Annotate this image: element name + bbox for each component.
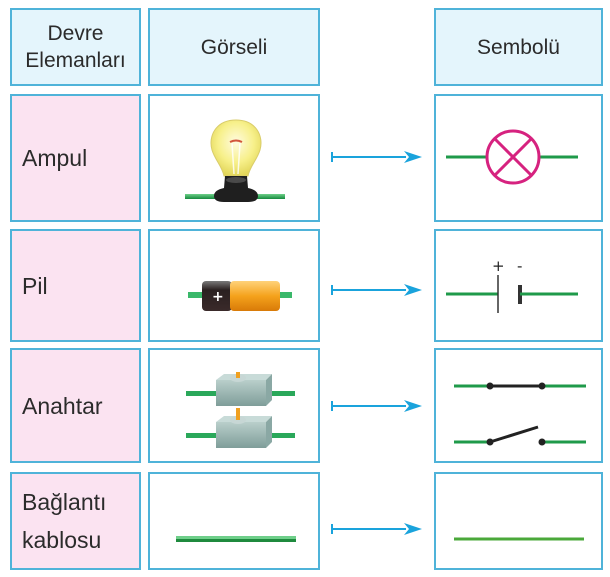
row-name-line2: kablosu — [22, 527, 102, 553]
minus-sign-label: - — [517, 257, 522, 275]
plus-sign-label: + — [492, 257, 505, 275]
switch-icon — [186, 372, 295, 448]
arrow-icon — [331, 151, 422, 163]
header-element-line1: Devre — [47, 22, 104, 45]
row-name-label: Ampul — [22, 145, 88, 171]
visual-cell-ampul — [148, 94, 320, 222]
symbol-cell-ampul — [434, 94, 603, 222]
visual-cell-anahtar — [148, 348, 320, 463]
row-name-anahtar: Anahtar — [10, 348, 141, 463]
header-sembolu: Sembolü — [434, 8, 603, 86]
arrow-icon — [331, 400, 422, 412]
battery-icon: + — [188, 281, 292, 311]
row-name-label: Pil — [22, 272, 48, 299]
arrow-icon — [331, 523, 422, 535]
header-symbol-label: Sembolü — [477, 35, 560, 59]
header-gorseli: Görseli — [148, 8, 320, 86]
battery-plus-label: + — [212, 289, 224, 305]
symbol-cell-kablo — [434, 472, 603, 570]
row-name-line1: Bağlantı — [22, 489, 107, 515]
battery-symbol-icon: + - — [446, 257, 578, 313]
row-name-ampul: Ampul — [10, 94, 141, 222]
symbol-cell-anahtar — [434, 348, 603, 463]
switch-symbol-icon — [454, 382, 586, 446]
light-bulb-icon — [185, 119, 285, 202]
row-name-label: Anahtar — [22, 392, 103, 419]
arrow-icon — [331, 284, 422, 296]
header-visual-label: Görseli — [200, 35, 268, 59]
row-name-baglanti-kablosu: Bağlantı kablosu — [10, 472, 141, 570]
row-name-pil: Pil — [10, 229, 141, 342]
lamp-symbol-icon — [446, 129, 578, 185]
header-element-line2: Elemanları — [25, 49, 126, 72]
symbol-cell-pil: + - — [434, 229, 603, 342]
visual-cell-kablo — [148, 472, 320, 570]
wire-icon — [176, 536, 296, 542]
header-devre-elemanlari: Devre Elemanları — [10, 8, 141, 86]
visual-cell-pil: + — [148, 229, 320, 342]
wire-symbol-icon — [454, 537, 584, 541]
